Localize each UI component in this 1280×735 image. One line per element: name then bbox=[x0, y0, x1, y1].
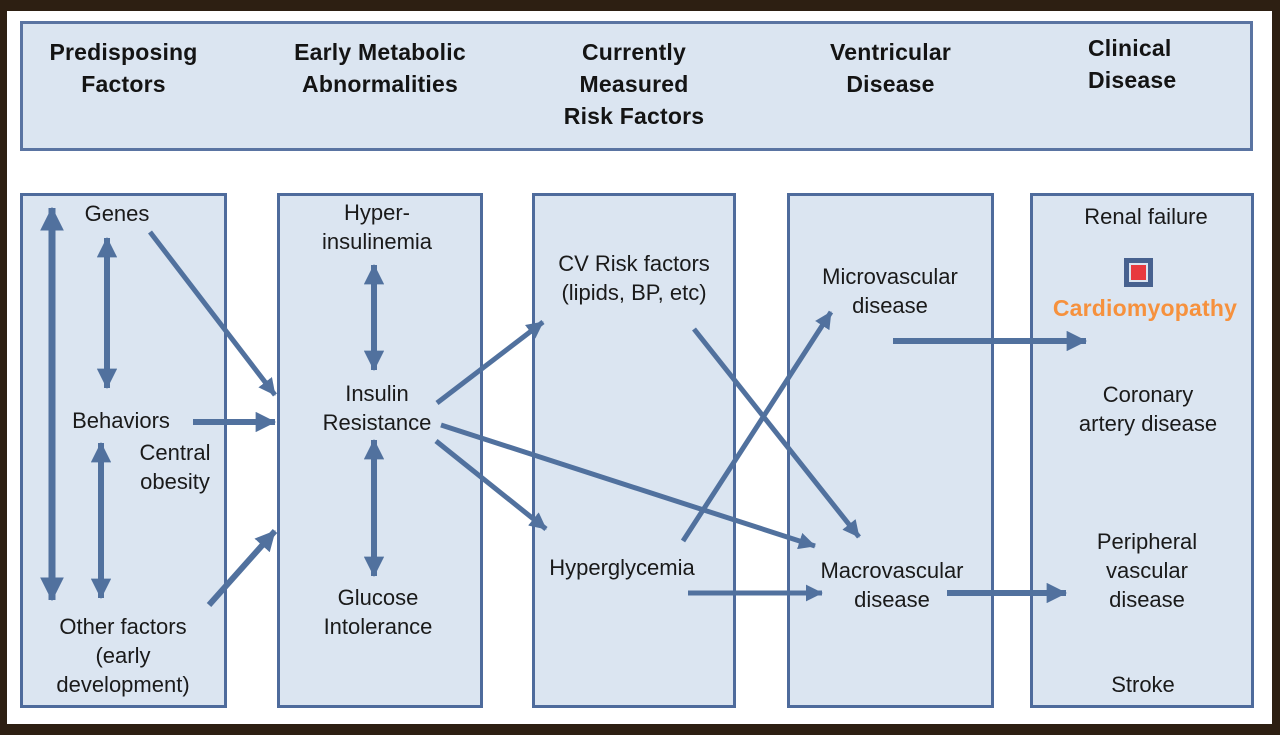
node-hyperinsulinemia: Hyper-insulinemia bbox=[267, 198, 487, 256]
node-line: CV Risk factors bbox=[558, 251, 710, 276]
node-other-factors: Other factors (early development) bbox=[13, 612, 233, 699]
node-line: obesity bbox=[140, 469, 210, 494]
node-cardiomyopathy: Cardiomyopathy bbox=[1035, 294, 1255, 323]
node-genes: Genes bbox=[7, 199, 227, 228]
node-line: Resistance bbox=[322, 410, 432, 435]
node-line: Central bbox=[139, 440, 211, 465]
arrow-genes-to-insulin-resistance bbox=[148, 230, 277, 397]
header-line: Disease bbox=[1088, 67, 1177, 93]
node-line: Glucose bbox=[337, 585, 419, 610]
header-line: Early Metabolic bbox=[294, 39, 466, 65]
node-line: Stroke bbox=[1111, 672, 1175, 697]
node-line: Other factors bbox=[59, 614, 187, 639]
header-line: Measured bbox=[579, 71, 689, 97]
node-coronary-artery-disease: Coronary artery disease bbox=[1038, 380, 1258, 438]
header-box bbox=[20, 21, 1253, 151]
node-line: Microvascular bbox=[822, 264, 958, 289]
header-line: Currently bbox=[581, 39, 687, 65]
node-line: (lipids, BP, etc) bbox=[561, 280, 707, 305]
node-line: disease bbox=[852, 293, 928, 318]
arrow-insulin-resistance-to-hyperglycemia bbox=[434, 439, 548, 531]
header-line: Clinical bbox=[1088, 35, 1172, 61]
arrow-other-factors-to-insulin-resistance bbox=[206, 529, 278, 607]
node-line: Hyper- bbox=[343, 200, 410, 225]
column-box-currently-measured-risk-factors bbox=[532, 193, 736, 708]
node-line: Insulin bbox=[345, 381, 409, 406]
node-microvascular-disease: Microvascular disease bbox=[780, 262, 1000, 320]
header-line: Risk Factors bbox=[563, 103, 705, 129]
header-line: Abnormalities bbox=[302, 71, 458, 97]
cardiomyopathy-marker-icon bbox=[1124, 258, 1153, 287]
node-behaviors: Behaviors bbox=[11, 406, 231, 435]
arrow-cv-risk-factors-to-macrovascular-disease bbox=[692, 327, 861, 539]
node-line: Coronary bbox=[1102, 382, 1194, 407]
node-line: development) bbox=[56, 672, 190, 697]
node-line: insulinemia bbox=[321, 229, 433, 254]
node-line: disease bbox=[1109, 587, 1185, 612]
arrow-insulin-resistance-to-macrovascular-disease bbox=[440, 422, 816, 550]
node-stroke: Stroke bbox=[1033, 670, 1253, 699]
node-macrovascular-disease: Macrovascular disease bbox=[782, 556, 1002, 614]
header-line: Predisposing bbox=[49, 39, 198, 65]
header-line: Factors bbox=[81, 71, 166, 97]
header-line: Disease bbox=[846, 71, 935, 97]
node-line: disease bbox=[854, 587, 930, 612]
node-line: Intolerance bbox=[323, 614, 433, 639]
node-peripheral-vascular-disease: Peripheral vascular disease bbox=[1037, 527, 1257, 614]
node-renal-failure: Renal failure bbox=[1036, 202, 1256, 231]
node-central-obesity: Central obesity bbox=[65, 438, 285, 496]
node-line: (early bbox=[95, 643, 151, 668]
node-line: Peripheral bbox=[1096, 529, 1198, 554]
node-line: artery disease bbox=[1078, 411, 1218, 436]
header-line: Ventricular bbox=[829, 39, 952, 65]
node-line: vascular bbox=[1106, 558, 1188, 583]
node-line: Behaviors bbox=[72, 408, 170, 433]
node-line: Hyperglycemia bbox=[549, 555, 695, 580]
node-hyperglycemia: Hyperglycemia bbox=[512, 553, 732, 582]
node-line: Renal failure bbox=[1084, 204, 1208, 229]
column-box-ventricular-disease bbox=[787, 193, 994, 708]
arrow-hyperglycemia-to-microvascular-disease bbox=[680, 310, 834, 543]
node-line: Cardiomyopathy bbox=[1052, 295, 1238, 321]
node-line: Macrovascular bbox=[820, 558, 964, 583]
node-cv-risk-factors: CV Risk factors (lipids, BP, etc) bbox=[524, 249, 744, 307]
arrow-insulin-resistance-to-cv-risk-factors bbox=[435, 320, 545, 405]
node-line: Genes bbox=[84, 201, 150, 226]
